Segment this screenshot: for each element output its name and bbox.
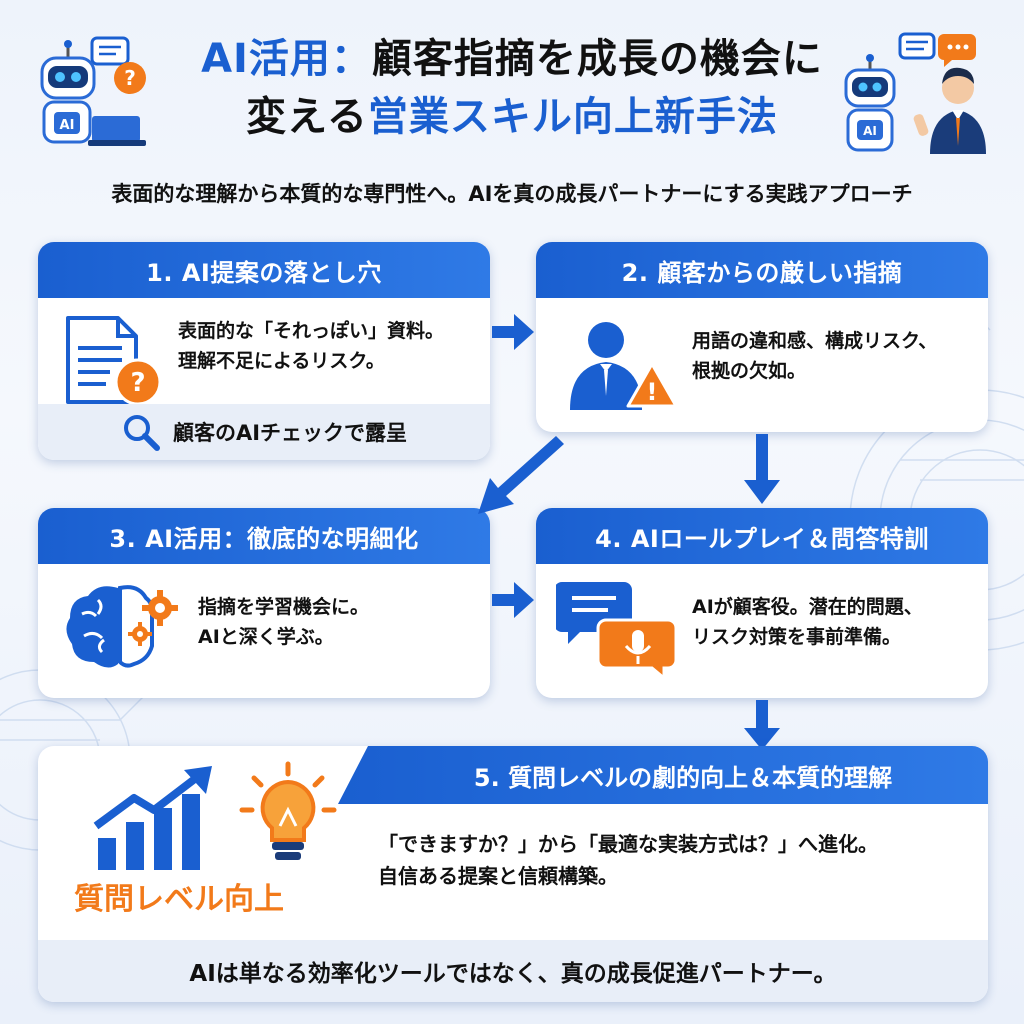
step-card-2: 2. 顧客からの厳しい指摘 ! 用語の違和感、構成リスク、 根拠の欠如。 — [536, 242, 988, 432]
step-4-heading: 4. AIロールプレイ＆問答特訓 — [536, 508, 988, 564]
title-line2-highlight: 営業スキル向上新手法 — [367, 94, 778, 140]
arrow-4-to-5 — [744, 700, 780, 750]
step-5-text-line-1: 「できますか？」から「最適な実装方式は？」へ進化。 — [378, 832, 878, 856]
arrow-2-to-3 — [478, 436, 564, 514]
arrow-1-to-2 — [492, 314, 534, 350]
step-card-5: 5. 質問レベルの劇的向上＆本質的理解 質問レベル向上 「できますか？」から「最… — [38, 746, 988, 1002]
step-2-heading: 2. 顧客からの厳しい指摘 — [536, 242, 988, 298]
step-5-heading: 5. 質問レベルの劇的向上＆本質的理解 — [338, 746, 988, 804]
step-2-text: 用語の違和感、構成リスク、 根拠の欠如。 — [692, 326, 937, 386]
step-4-text-line-2: リスク対策を事前準備。 — [692, 626, 902, 648]
step-card-3: 3. AI活用：徹底的な明細化 指摘を学習機会に。 AIと深く学ぶ。 — [38, 508, 490, 698]
arrow-3-to-4 — [492, 582, 534, 618]
magnifier-icon — [123, 415, 160, 451]
step-1-text-line-2: 理解不足によるリスク。 — [178, 350, 385, 372]
svg-text:?: ? — [130, 368, 145, 398]
step-5-text: 「できますか？」から「最適な実装方式は？」へ進化。 自信ある提案と信頼構築。 — [378, 828, 878, 892]
step-4-text: AIが顧客役。潜在的問題、 リスク対策を事前準備。 — [692, 592, 923, 652]
document-question-icon: ? — [66, 316, 162, 406]
title-line-1: AI活用：顧客指摘を成長の機会に — [150, 30, 874, 88]
step-1-heading: 1. AI提案の落とし穴 — [38, 242, 490, 298]
conclusion-footer: AIは単なる効率化ツールではなく、真の成長促進パートナー。 — [38, 940, 988, 1002]
growth-chart-icon — [93, 766, 212, 870]
customer-warning-icon: ! — [570, 322, 678, 410]
title-line1-text: 顧客指摘を成長の機会に — [371, 36, 823, 82]
step-4-text-line-1: AIが顧客役。潜在的問題、 — [692, 596, 923, 618]
title-line-2: 変える営業スキル向上新手法 — [150, 88, 874, 146]
step-card-1: 1. AI提案の落とし穴 ? 表面的な「それっぽい」資料。 理解不足によるリスク… — [38, 242, 490, 460]
chat-microphone-icon — [556, 582, 678, 680]
brain-gears-icon — [66, 585, 178, 668]
svg-text:AI: AI — [60, 118, 75, 133]
step-3-heading: 3. AI活用：徹底的な明細化 — [38, 508, 490, 564]
step-3-text-line-2: AIと深く学ぶ。 — [198, 626, 334, 648]
svg-text:?: ? — [124, 66, 136, 90]
page-title: AI活用：顧客指摘を成長の機会に 変える営業スキル向上新手法 — [150, 30, 874, 146]
step-1-footer-text: 顧客のAIチェックで露呈 — [172, 421, 408, 445]
lightbulb-icon — [239, 761, 337, 860]
step-2-text-line-1: 用語の違和感、構成リスク、 — [692, 330, 938, 352]
step-2-text-line-2: 根拠の欠如。 — [692, 360, 807, 382]
subtitle: 表面的な理解から本質的な専門性へ。AIを真の成長パートナーにする実践アプローチ — [111, 182, 913, 206]
robot-laptop-icon: ? AI — [40, 36, 146, 146]
step-3-text: 指摘を学習機会に。 AIと深く学ぶ。 — [198, 592, 369, 652]
svg-text:AI: AI — [863, 124, 877, 138]
arrow-2-to-4 — [744, 434, 780, 504]
title-line2-text: 変える — [246, 94, 368, 140]
svg-text:!: ! — [647, 378, 658, 406]
question-level-label: 質問レベル向上 — [74, 882, 284, 917]
robot-businessman-icon: AI — [844, 32, 986, 154]
step-5-text-line-2: 自信ある提案と信頼構築。 — [378, 864, 618, 888]
title-line1-highlight: AI活用： — [201, 36, 372, 82]
step-card-4: 4. AIロールプレイ＆問答特訓 AIが顧客役。潜在的問題、 リスク対策を事前準… — [536, 508, 988, 698]
step-1-footer: 顧客のAIチェックで露呈 — [38, 404, 490, 460]
step-3-text-line-1: 指摘を学習機会に。 — [198, 596, 370, 618]
step-1-text: 表面的な「それっぽい」資料。 理解不足によるリスク。 — [178, 316, 444, 376]
step-1-text-line-1: 表面的な「それっぽい」資料。 — [178, 320, 445, 342]
